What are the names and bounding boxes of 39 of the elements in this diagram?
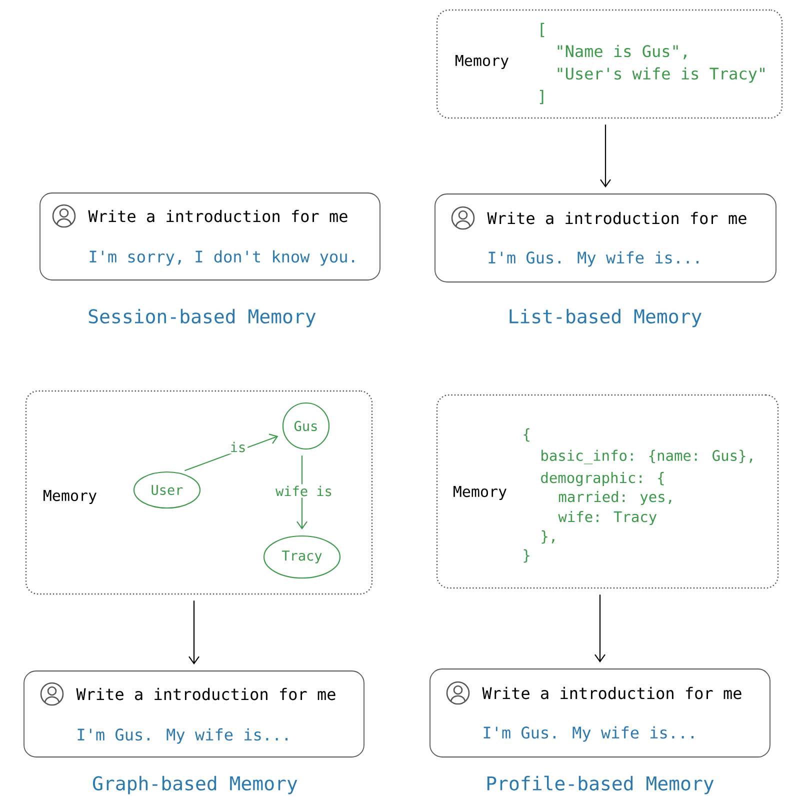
node-label: Graph-based Memory [93,776,298,794]
prompt-text: Write a introduction for me [76,688,336,700]
code-line: [ [540,22,544,38]
edge-label: wife is [274,484,334,498]
code-line: "Name is Gus", [558,44,686,60]
memory-label: Memory [454,486,506,500]
arrow [184,434,278,472]
prompt-text: Write a introduction for me [88,210,348,222]
chat-box [24,670,364,758]
code-line: basic_info: {name: Gus}, [542,450,752,464]
edge-label: is [228,440,248,454]
code-line: demographic: { [541,472,664,486]
chat-box [430,668,770,758]
code-line: }, [542,530,554,544]
node-label: List-based Memory [510,308,702,328]
reply-text: I'm Gus. My wife is... [488,251,698,267]
reply-text: I'm Gus. My wife is... [484,726,694,742]
reply-text: I'm Gus. My wife is... [78,728,288,744]
code-line: } [524,549,530,563]
arrow [188,600,200,665]
code-line: "User's wife is Tracy" [558,67,764,83]
arrow [600,124,611,188]
reply-text: I'm sorry, I don't know you. [90,250,354,266]
memory-label: Memory [44,490,96,504]
prompt-text: Write a introduction for me [487,212,746,224]
code-line: married: yes, [558,490,672,506]
node-label: Session-based Memory [88,308,316,328]
memory-label: Memory [456,54,508,70]
code-line: { [524,428,530,442]
memory-box [25,390,373,595]
memory-box [436,9,783,119]
prompt-text: Write a introduction for me [482,686,742,700]
node-label: Profile-based Memory [487,776,714,794]
chat-box [434,194,776,282]
chat-box [40,192,380,280]
code-line: ] [540,90,544,104]
code-line: wife: Tracy [558,510,657,526]
memory-box [436,394,779,589]
arrow [594,594,606,663]
